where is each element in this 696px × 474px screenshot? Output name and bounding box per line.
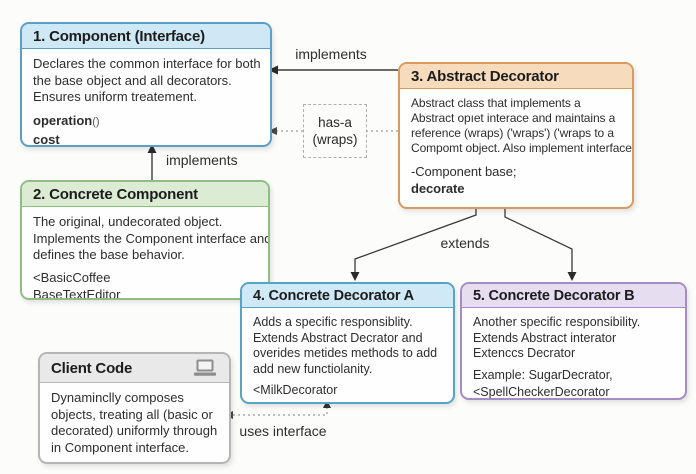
abstract-decorator-box: 3. Abstract Decorator Abstract class tha… [398, 62, 634, 209]
component-interface-title: 1. Component (Interface) [33, 28, 205, 45]
client-code-box: Client Code Dynaminclly composes objects… [38, 352, 231, 464]
body-line: defines the base behavior. [33, 247, 185, 262]
example-list: <BasicCoffee BaseTextEditor [33, 269, 257, 300]
example-basetexteditor: BaseTextEditor [33, 286, 121, 300]
body-line: in Component interface. [51, 439, 190, 455]
concrete-decorator-b-header: 5. Concrete Decorator B [462, 284, 685, 308]
has-a-wraps-box: has-a (wraps) [303, 104, 367, 158]
example-sugardecorator: Example: SugarDecrator, [473, 367, 613, 382]
body-line: Abstract opıet interace and maintains a [411, 111, 616, 125]
field-component-base: -Component base; [411, 164, 517, 179]
body-line: reference (wraps) ('wraps') ('wraps to a [411, 126, 614, 140]
example-spellcheckerdecorator: <SpellCheckerDecorator [473, 384, 610, 399]
body-line: Extends Abstract interator [473, 330, 617, 345]
uses-interface-arrow [232, 407, 328, 416]
body-line: Dynaminclly composes [51, 390, 184, 405]
body-line: Compomt object. Also implement interface… [411, 141, 634, 155]
body-line: Ensures uniform treatement. [33, 89, 198, 104]
arrowhead [567, 272, 577, 281]
concrete-decorator-b-box: 5. Concrete Decorator B Another specific… [460, 282, 687, 400]
component-interface-body: Declares the common interface for both t… [22, 49, 270, 147]
member-list: operation() cost [33, 112, 259, 147]
body-line: objects, treating all (basic or [51, 406, 213, 422]
wraps-label: (wraps) [312, 132, 358, 147]
concrete-decorator-b-body: Another specific responsibility. Extends… [462, 308, 685, 399]
component-interface-header: 1. Component (Interface) [22, 24, 270, 49]
method-cost: cost [33, 131, 60, 147]
method-name: operation [33, 112, 93, 128]
client-code-body: Dynaminclly composes objects, treating a… [40, 383, 229, 462]
concrete-decorator-b-title: 5. Concrete Decorator B [473, 288, 635, 304]
body-line: Adds a specific responsiblity. [253, 315, 413, 329]
body-line: Abstract class that implements a [411, 96, 581, 110]
body-line: Declares the common interface for both [33, 56, 261, 71]
method-decorate: decorate [411, 181, 465, 196]
concrete-decorator-a-body: Adds a specific responsiblity. Extends A… [242, 308, 453, 402]
extends-label: extends [440, 235, 490, 251]
component-interface-box: 1. Component (Interface) Declares the co… [20, 22, 272, 147]
concrete-component-title: 2. Concrete Component [33, 186, 198, 203]
body-line: decorated) uniformly through [51, 423, 218, 438]
body-line: Another specific responsibility. [473, 315, 641, 329]
concrete-decorator-a-title: 4. Concrete Decorator A [253, 288, 414, 304]
body-line: the base object and all decorators. [33, 72, 232, 88]
concrete-component-body: The original, undecorated object. Implem… [22, 207, 270, 300]
member-list: -Component base; decorate [411, 163, 621, 197]
arrowhead [350, 272, 360, 281]
body-line: Extenccs Decrator [473, 346, 576, 360]
body-line: The original, undecorated object. [33, 214, 223, 229]
concrete-component-box: 2. Concrete Component The original, unde… [20, 180, 270, 300]
example-milkdecorator: <MilkDecorator [253, 383, 338, 397]
concrete-decorator-a-header: 4. Concrete Decorator A [242, 284, 453, 308]
abstract-decorator-body: Abstract class that implements a Abstrac… [400, 89, 632, 203]
example-basiccoffee: <BasicCoffee [33, 269, 111, 285]
has-a-label: has-a [318, 115, 352, 130]
body-line: Implements the Component interface and [33, 230, 270, 246]
example-list: Example: SugarDecrator, <SpellCheckerDec… [473, 367, 674, 399]
abstract-decorator-header: 3. Abstract Decorator [400, 64, 632, 89]
abstract-decorator-title: 3. Abstract Decorator [411, 68, 559, 85]
extends-arrow-right [504, 205, 573, 276]
body-line: add new functiolanity. [253, 361, 373, 376]
concrete-decorator-a-box: 4. Concrete Decorator A Adds a specific … [240, 282, 455, 404]
method-parens: () [92, 115, 100, 128]
client-code-header: Client Code [40, 354, 229, 383]
client-code-title: Client Code [51, 360, 133, 377]
uses-interface-label: uses interface [239, 423, 327, 439]
concrete-component-header: 2. Concrete Component [22, 182, 268, 207]
implements-left-label: implements [166, 152, 238, 168]
example-list: <MilkDecorator [253, 382, 442, 399]
body-line: overides metides methods to add [253, 346, 438, 360]
body-line: Extends Abstract Decrator and [253, 330, 423, 345]
method-operation: operation() [33, 112, 259, 131]
implements-top-label: implements [295, 46, 367, 62]
laptop-icon [192, 359, 218, 378]
